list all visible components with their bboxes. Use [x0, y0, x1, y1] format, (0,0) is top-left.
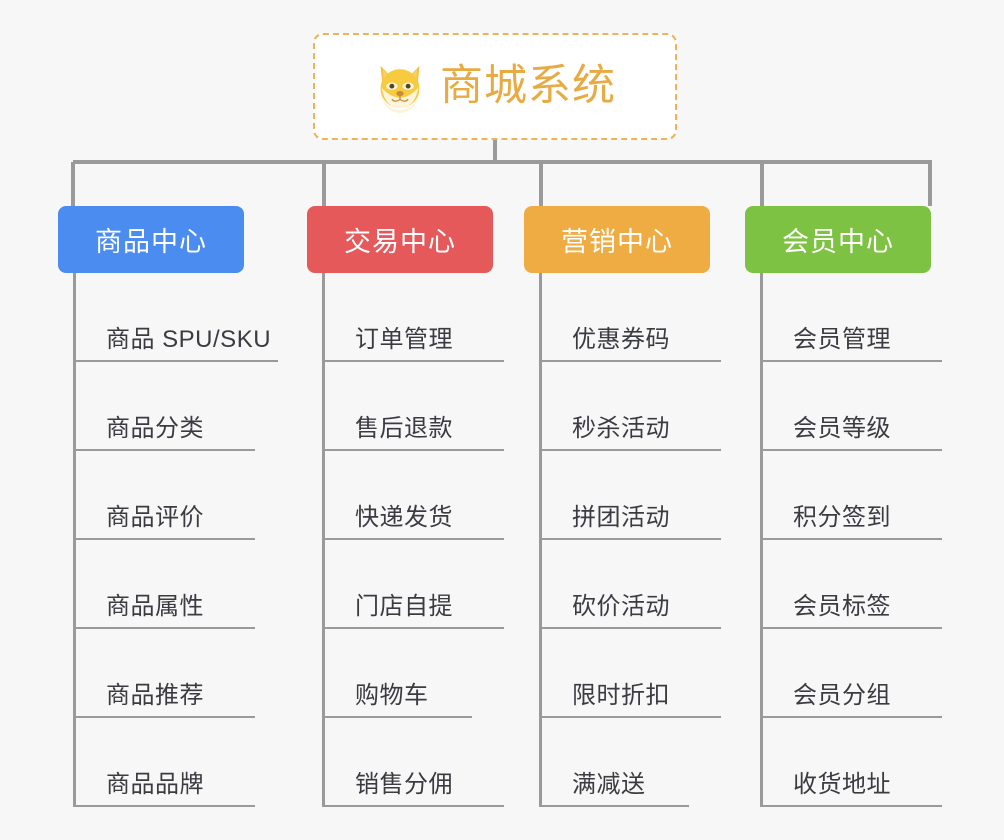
root-node[interactable]: 商城系统 — [313, 33, 677, 140]
leaf-label: 拼团活动 — [572, 504, 670, 531]
leaf-item[interactable]: 会员标签 — [760, 540, 1004, 629]
leaf-label: 售后退款 — [355, 415, 453, 442]
leaf-item[interactable]: 销售分佣 — [322, 718, 582, 807]
branch-header-trade-center[interactable]: 交易中心 — [307, 206, 493, 273]
leaf-list-product-center: 商品 SPU/SKU 商品分类商品评价商品属性商品推荐商品品牌 — [73, 273, 333, 807]
leaf-label: 门店自提 — [355, 593, 453, 620]
leaf-rule — [322, 805, 504, 807]
leaf-rule — [539, 538, 721, 540]
leaf-label: 订单管理 — [355, 326, 453, 353]
leaf-rule — [760, 627, 942, 629]
leaf-item[interactable]: 快递发货 — [322, 451, 582, 540]
leaf-item[interactable]: 会员等级 — [760, 362, 1004, 451]
leaf-list-member-center: 会员管理会员等级积分签到会员标签会员分组收货地址 — [760, 273, 1004, 807]
leaf-rule — [73, 627, 255, 629]
leaf-item[interactable]: 积分签到 — [760, 451, 1004, 540]
leaf-rule — [322, 360, 504, 362]
leaf-label: 商品推荐 — [106, 682, 204, 709]
leaf-label: 商品品牌 — [106, 771, 204, 798]
leaf-item[interactable]: 商品推荐 — [73, 629, 333, 718]
leaf-item[interactable]: 秒杀活动 — [539, 362, 799, 451]
leaf-rule — [760, 716, 942, 718]
leaf-label: 积分签到 — [793, 504, 891, 531]
leaf-rule — [760, 538, 942, 540]
leaf-item[interactable]: 订单管理 — [322, 273, 582, 362]
leaf-item[interactable]: 售后退款 — [322, 362, 582, 451]
leaf-rule — [760, 805, 942, 807]
leaf-rule — [73, 538, 255, 540]
leaf-label: 销售分佣 — [355, 771, 453, 798]
leaf-rule — [322, 627, 504, 629]
leaf-label: 满减送 — [572, 771, 646, 798]
leaf-rule — [73, 360, 278, 362]
leaf-item[interactable]: 满减送 — [539, 718, 799, 807]
leaf-label: 商品 SPU/SKU — [106, 326, 272, 353]
leaf-label: 会员等级 — [793, 415, 891, 442]
leaf-item[interactable]: 砍价活动 — [539, 540, 799, 629]
branch-trunk-member-center — [760, 273, 763, 807]
leaf-label: 优惠券码 — [572, 326, 670, 353]
leaf-rule — [539, 449, 721, 451]
leaf-label: 限时折扣 — [572, 682, 670, 709]
leaf-rule — [322, 538, 504, 540]
leaf-item[interactable]: 门店自提 — [322, 540, 582, 629]
leaf-rule — [322, 449, 504, 451]
leaf-item[interactable]: 商品 SPU/SKU — [73, 273, 333, 362]
leaf-label: 商品评价 — [106, 504, 204, 531]
leaf-rule — [539, 716, 721, 718]
root-title: 商城系统 — [440, 62, 616, 110]
leaf-item[interactable]: 收货地址 — [760, 718, 1004, 807]
leaf-label: 商品分类 — [106, 415, 204, 442]
leaf-rule — [73, 449, 255, 451]
leaf-label: 购物车 — [355, 682, 429, 709]
leaf-label: 商品属性 — [106, 593, 204, 620]
leaf-label: 收货地址 — [793, 771, 891, 798]
leaf-rule — [73, 716, 255, 718]
leaf-list-trade-center: 订单管理售后退款快递发货门店自提购物车销售分佣 — [322, 273, 582, 807]
leaf-label: 秒杀活动 — [572, 415, 670, 442]
branch-header-marketing-center[interactable]: 营销中心 — [524, 206, 710, 273]
leaf-rule — [539, 627, 721, 629]
branch-trunk-product-center — [73, 273, 76, 807]
leaf-item[interactable]: 会员分组 — [760, 629, 1004, 718]
leaf-list-marketing-center: 优惠券码秒杀活动拼团活动砍价活动限时折扣满减送 — [539, 273, 799, 807]
leaf-item[interactable]: 会员管理 — [760, 273, 1004, 362]
leaf-rule — [539, 805, 689, 807]
leaf-rule — [322, 716, 472, 718]
leaf-item[interactable]: 商品分类 — [73, 362, 333, 451]
leaf-item[interactable]: 商品品牌 — [73, 718, 333, 807]
leaf-rule — [73, 805, 255, 807]
leaf-rule — [760, 449, 942, 451]
leaf-item[interactable]: 商品评价 — [73, 451, 333, 540]
leaf-label: 砍价活动 — [572, 593, 670, 620]
leaf-item[interactable]: 限时折扣 — [539, 629, 799, 718]
shiba-dog-face-icon — [380, 65, 420, 113]
leaf-item[interactable]: 优惠券码 — [539, 273, 799, 362]
branch-header-member-center[interactable]: 会员中心 — [745, 206, 931, 273]
branch-trunk-trade-center — [322, 273, 325, 807]
branch-header-product-center[interactable]: 商品中心 — [58, 206, 244, 273]
leaf-rule — [539, 360, 721, 362]
leaf-item[interactable]: 商品属性 — [73, 540, 333, 629]
leaf-label: 会员标签 — [793, 593, 891, 620]
leaf-label: 会员管理 — [793, 326, 891, 353]
leaf-rule — [760, 360, 942, 362]
leaf-label: 快递发货 — [355, 504, 453, 531]
leaf-item[interactable]: 拼团活动 — [539, 451, 799, 540]
leaf-label: 会员分组 — [793, 682, 891, 709]
branch-trunk-marketing-center — [539, 273, 542, 807]
leaf-item[interactable]: 购物车 — [322, 629, 582, 718]
